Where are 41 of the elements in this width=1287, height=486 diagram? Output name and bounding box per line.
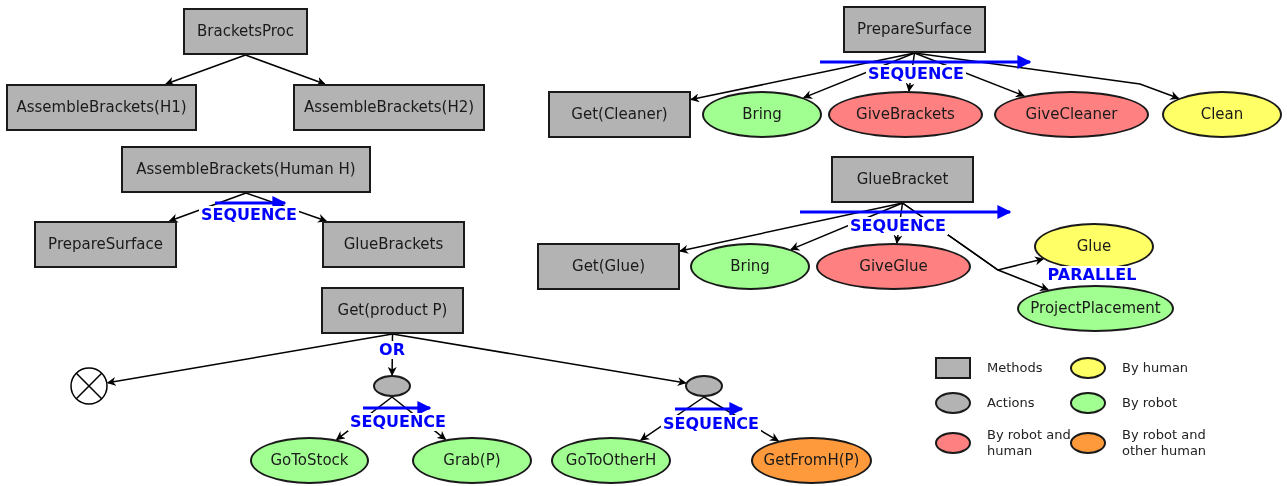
method-box: AssembleBrackets(H1) — [6, 84, 197, 131]
cross-circle — [70, 367, 108, 405]
action-ellipse: GiveGlue — [816, 243, 971, 290]
legend-text: Actions — [987, 395, 1036, 411]
action-ellipse: GetFromH(P) — [751, 437, 872, 484]
operator-label: SEQUENCE — [199, 206, 299, 224]
legend-text: By robot — [1122, 395, 1179, 411]
arrow — [391, 333, 687, 387]
action-ellipse: GiveBrackets — [828, 91, 983, 138]
operator-label: SEQUENCE — [661, 415, 761, 433]
operator-label: SEQUENCE — [866, 65, 966, 83]
arrow — [244, 54, 326, 86]
action-ellipse: Bring — [702, 91, 822, 138]
method-box: BracketsProc — [183, 8, 308, 55]
action-ellipse: Bring — [690, 243, 810, 290]
method-box: Get(product P) — [321, 287, 464, 334]
method-box: GlueBrackets — [322, 221, 465, 268]
action-ellipse: Clean — [1162, 91, 1282, 138]
method-box: GlueBracket — [831, 156, 974, 203]
legend-text: By human — [1122, 360, 1190, 376]
legend-text: By robot and other human — [1122, 427, 1208, 459]
operator-label: SEQUENCE — [348, 413, 448, 431]
action-ellipse — [373, 375, 411, 397]
legend-text: By robot and human — [987, 427, 1072, 459]
action-ellipse: GoToStock — [250, 437, 369, 484]
operator-label: OR — [377, 341, 407, 359]
action-ellipse — [685, 375, 723, 397]
arrow — [165, 54, 247, 86]
method-box: Get(Cleaner) — [548, 91, 691, 138]
method-box: Get(Glue) — [537, 243, 680, 290]
action-ellipse: ProjectPlacement — [1017, 285, 1174, 332]
legend-text: Methods — [987, 360, 1044, 376]
action-ellipse: Grab(P) — [412, 437, 532, 484]
method-box: PrepareSurface — [843, 6, 986, 53]
method-box: PrepareSurface — [34, 221, 177, 268]
arrow — [106, 333, 394, 386]
action-ellipse: GiveCleaner — [994, 91, 1149, 138]
method-box: AssembleBrackets(Human H) — [121, 146, 371, 193]
operator-label: SEQUENCE — [848, 217, 948, 235]
method-box: AssembleBrackets(H2) — [293, 84, 485, 131]
action-ellipse: GoToOtherH — [551, 437, 671, 484]
